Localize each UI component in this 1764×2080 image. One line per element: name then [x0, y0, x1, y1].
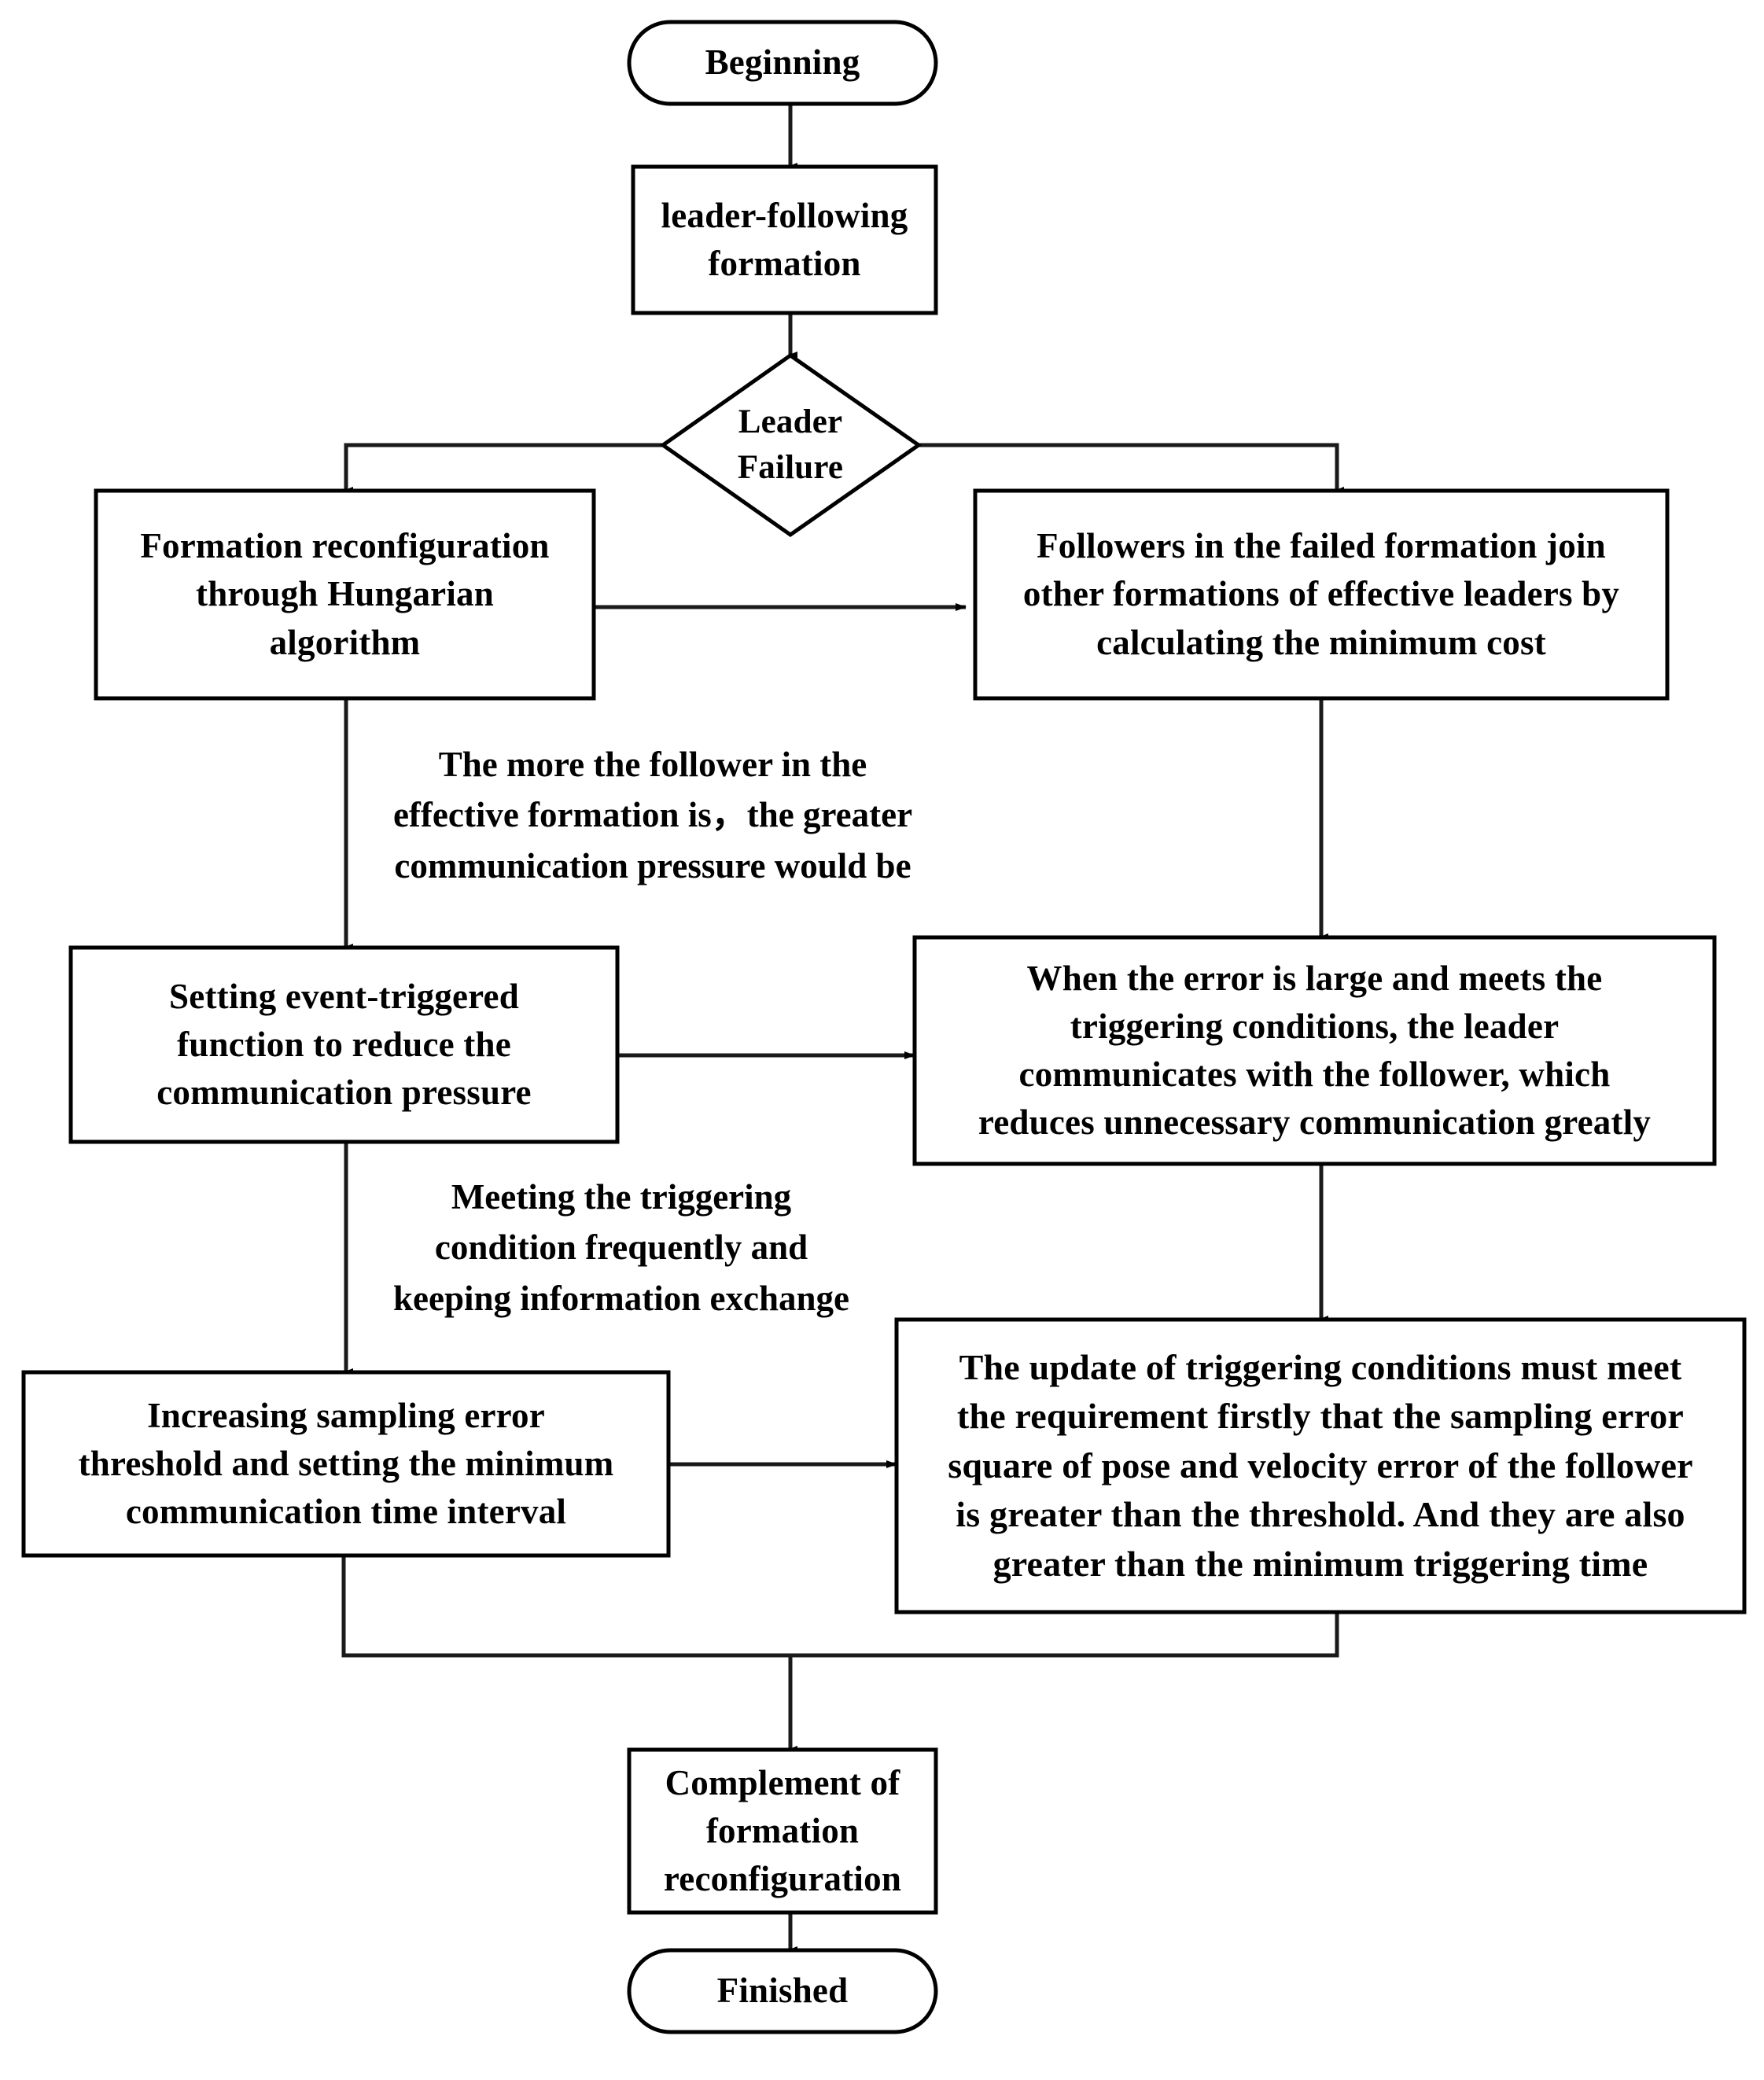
- node-shape-start[interactable]: [627, 20, 938, 106]
- edge-decision-to-hungarian: [343, 443, 665, 495]
- node-increasing-threshold[interactable]: Increasing sampling error threshold and …: [78, 1395, 614, 1532]
- node-shape-finish[interactable]: [627, 1948, 938, 2034]
- node-complement[interactable]: Complement of formation reconfiguration: [663, 1762, 902, 1899]
- annotation-triggering-frequently: Meeting the triggering condition frequen…: [393, 1177, 849, 1318]
- annotation-follower-pressure: The more the follower in the effective f…: [392, 745, 913, 885]
- node-decision-leader-failure[interactable]: Leader Failure: [737, 403, 844, 486]
- node-error-large[interactable]: When the error is large and meets the tr…: [978, 958, 1652, 1143]
- edge-merge-bus: [341, 1555, 1339, 1658]
- node-update-conditions[interactable]: The update of triggering conditions must…: [948, 1346, 1693, 1584]
- node-leader-following[interactable]: leader-following formation: [661, 195, 908, 283]
- node-shape-hungarian[interactable]: [94, 488, 596, 701]
- node-shape-decision[interactable]: [659, 352, 923, 538]
- node-finish[interactable]: Finished: [716, 1971, 849, 2011]
- node-shape-followers-join[interactable]: [973, 488, 1670, 701]
- node-shape-complement[interactable]: [627, 1747, 938, 1915]
- node-event-triggered[interactable]: Setting event-triggered function to redu…: [157, 976, 532, 1113]
- node-followers-join[interactable]: Followers in the failed formation join o…: [1022, 526, 1620, 662]
- node-start[interactable]: Beginning: [705, 42, 860, 83]
- node-shape-update-conditions[interactable]: [894, 1317, 1747, 1614]
- node-hungarian[interactable]: Formation reconfiguration through Hungar…: [140, 526, 550, 662]
- edge-decision-to-followers-join: [919, 443, 1344, 495]
- node-shape-increasing-threshold[interactable]: [21, 1370, 671, 1558]
- node-shape-event-triggered[interactable]: [68, 945, 620, 1144]
- node-shape-leader-following[interactable]: [631, 164, 938, 315]
- node-shape-error-large[interactable]: [912, 935, 1717, 1166]
